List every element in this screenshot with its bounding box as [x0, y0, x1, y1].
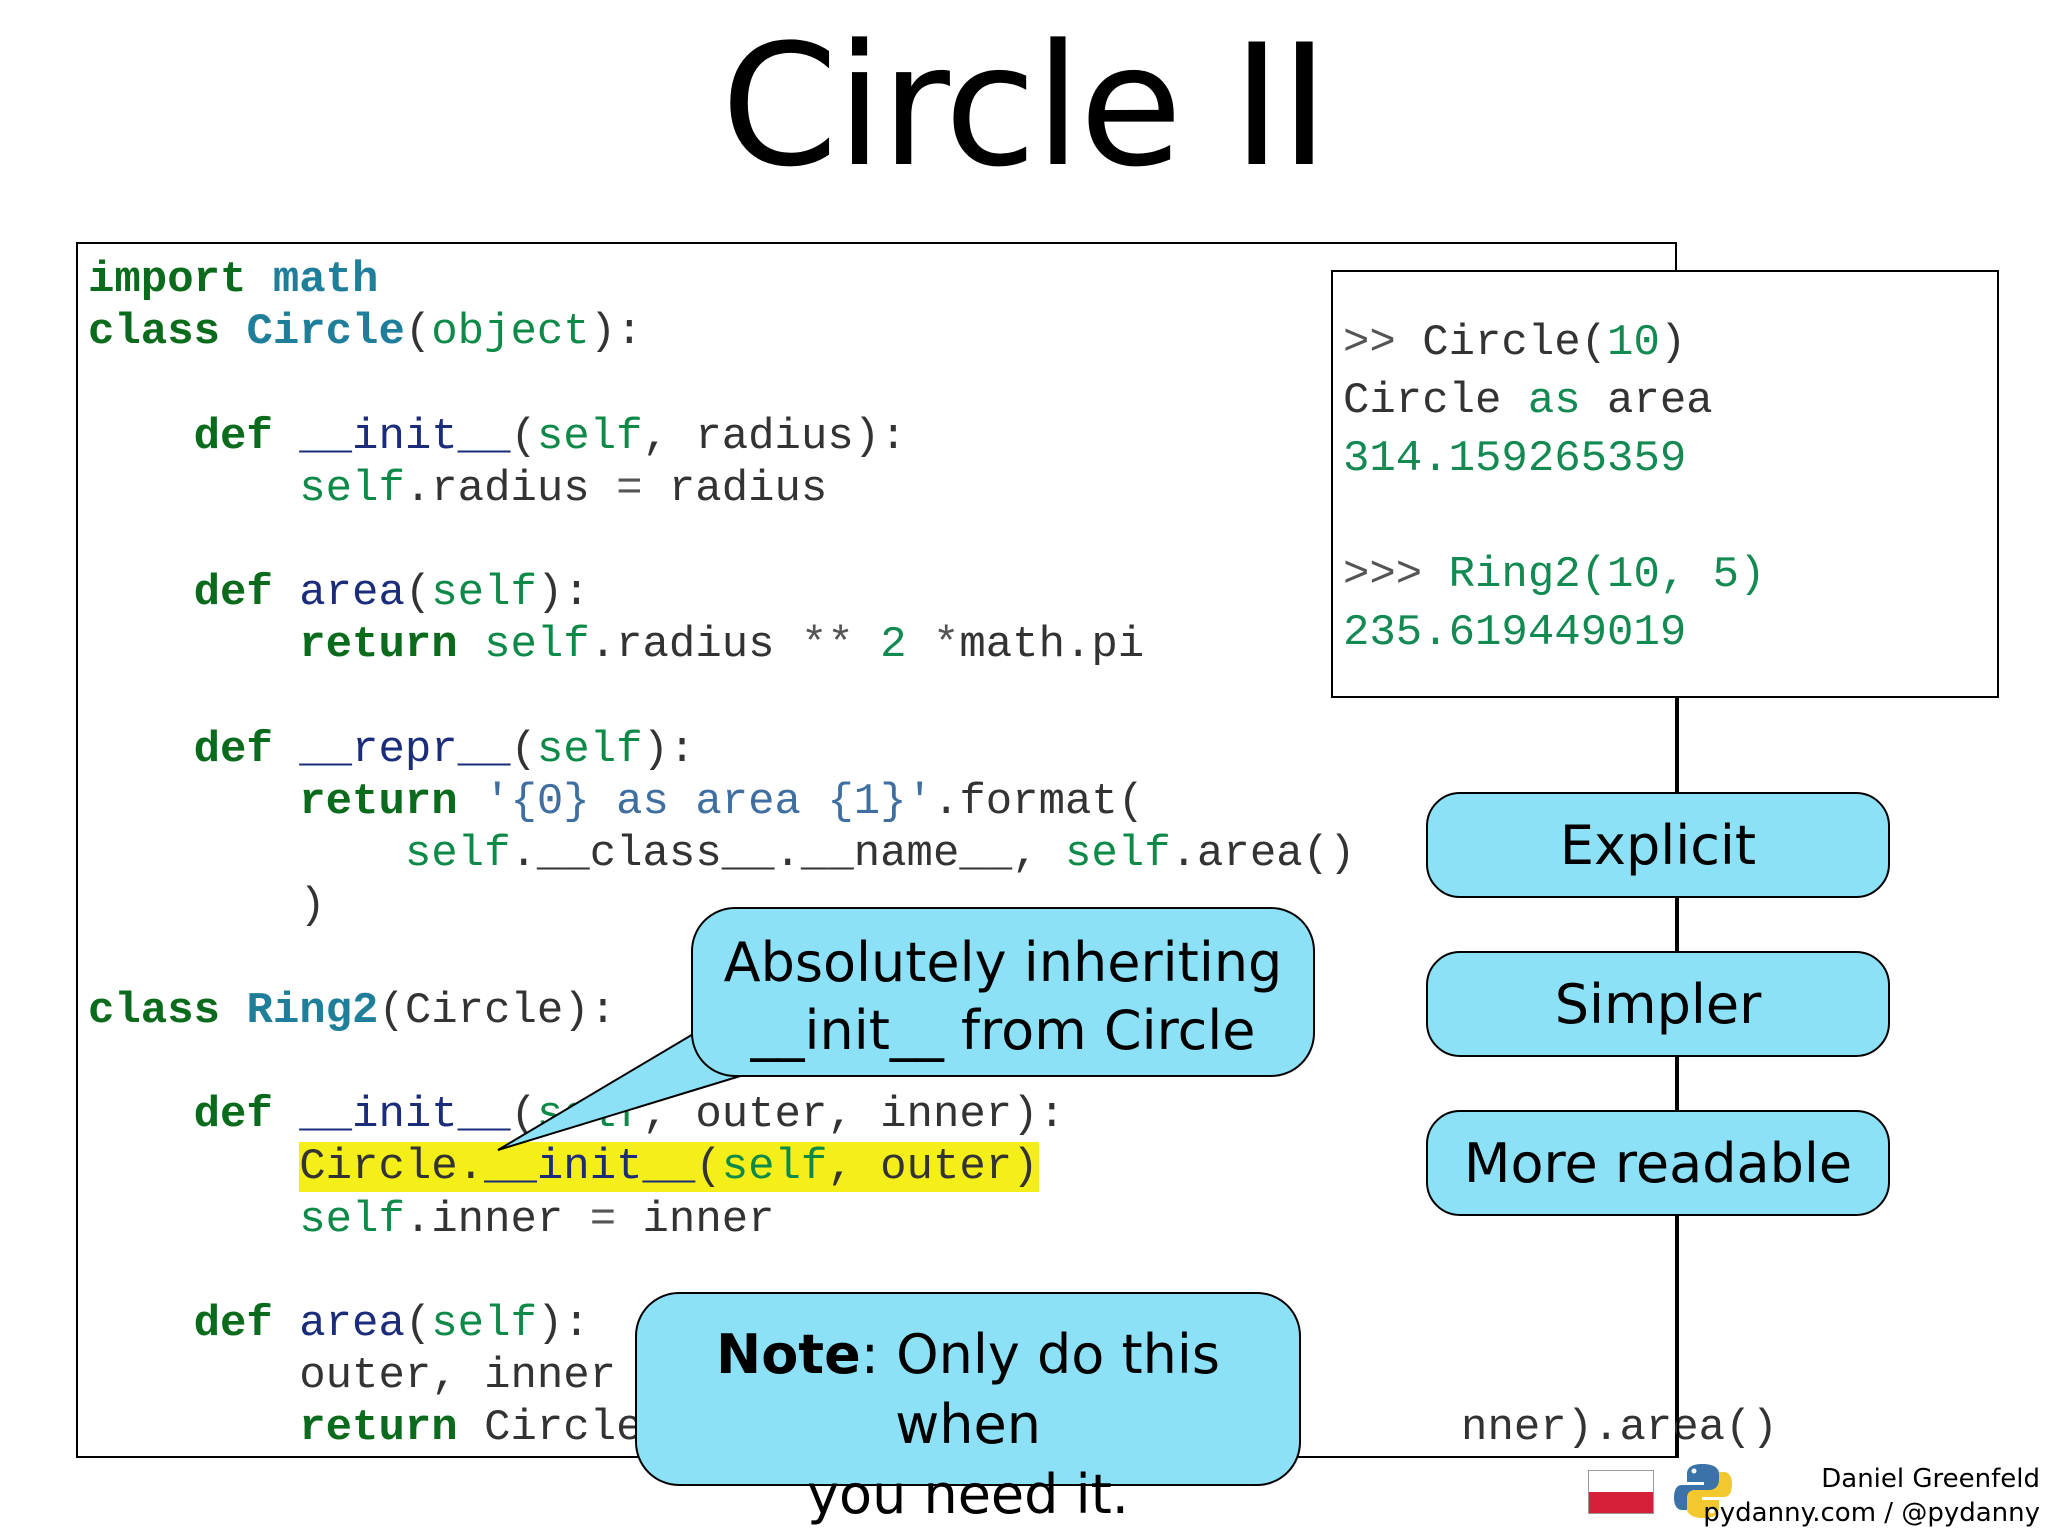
slide-title: Circle II: [720, 8, 1329, 204]
author-site: pydanny.com / @pydanny: [1703, 1498, 2040, 1528]
note-label: Note: [716, 1323, 861, 1386]
repl-line: >>> Ring2(10, 5): [1343, 550, 1766, 600]
callout-inheriting: Absolutely inheriting __init__ from Circ…: [691, 907, 1315, 1077]
author-name: Daniel Greenfeld: [1821, 1464, 2040, 1494]
callout-note: Note: Only do this when you need it.: [635, 1292, 1301, 1526]
connector-line: [1677, 698, 1679, 1458]
pill-more-readable: More readable: [1426, 1110, 1890, 1216]
repl-line: 314.159265359: [1343, 434, 1687, 484]
code-line: class Circle(object):: [88, 307, 643, 358]
callout-inheriting-line1: Absolutely inheriting: [723, 931, 1283, 994]
repl-line: >> Circle(10): [1343, 318, 1687, 368]
code-line: def __init__(self, radius):: [193, 411, 907, 462]
code-listing: import math class Circle(object): def __…: [88, 254, 1778, 1455]
code-line: def __repr__(self):: [193, 724, 696, 775]
author-credit: Daniel Greenfeld pydanny.com / @pydanny: [1703, 1462, 2040, 1530]
poland-flag-icon: [1588, 1470, 1654, 1514]
repl-line: Circle as area: [1343, 376, 1713, 426]
code-line: import math: [88, 255, 379, 305]
repl-line: 235.619449019: [1343, 608, 1687, 658]
code-line: self.inner = inner: [299, 1194, 775, 1245]
code-line: self.radius = radius: [299, 463, 828, 514]
code-line: return self.radius ** 2 *math.pi: [299, 620, 1145, 671]
callout-note-line1: Note: Only do this when: [637, 1320, 1299, 1460]
code-line: class Ring2(Circle):: [88, 985, 617, 1036]
callout-inheriting-line2: __init__ from Circle: [750, 999, 1256, 1062]
code-line: def area(self):: [193, 568, 590, 619]
code-line: def __init__(self, outer, inner):: [193, 1090, 1065, 1141]
highlighted-code-line: Circle.__init__(self, outer): [299, 1142, 1039, 1193]
repl-output: >> Circle(10) Circle as area 314.1592653…: [1343, 314, 1765, 662]
code-line: outer, inner: [88, 1351, 617, 1402]
code-line: return Circle nner).area(): [299, 1403, 1778, 1454]
code-line: return '{0} as area {1}'.format(: [299, 777, 1145, 828]
code-line: self.__class__.__name__, self.area(): [404, 829, 1356, 880]
pill-simpler: Simpler: [1426, 951, 1890, 1057]
python-logo-icon: [1674, 1464, 1732, 1518]
callout-note-line2: you need it.: [807, 1463, 1129, 1526]
repl-panel: >> Circle(10) Circle as area 314.1592653…: [1331, 270, 1999, 698]
code-line: ): [88, 881, 326, 932]
code-line: def area(self):: [193, 1299, 590, 1350]
pill-explicit: Explicit: [1426, 792, 1890, 898]
note-text: : Only do this when: [860, 1323, 1220, 1456]
